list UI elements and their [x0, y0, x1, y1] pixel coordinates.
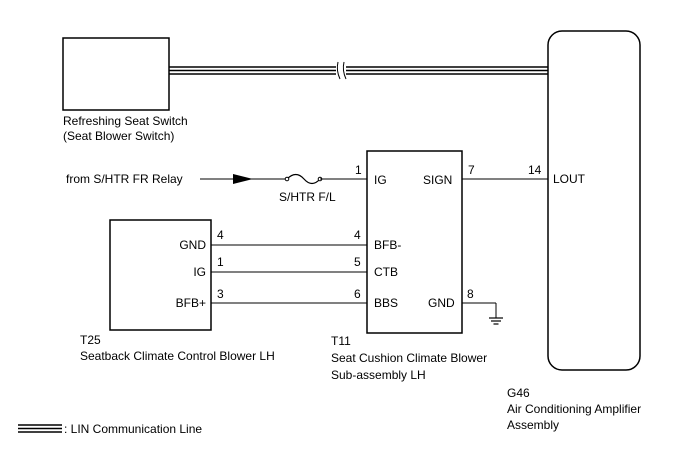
amplifier-name: Air Conditioning Amplifier [507, 402, 641, 416]
seatback-pin-bfb-label: BFB+ [176, 296, 206, 310]
seatback-blower-id: T25 [80, 333, 101, 347]
cushion-pin-sign-label: SIGN [423, 173, 452, 187]
cushion-pin-gnd-label: GND [428, 296, 455, 310]
cushion-blower-name: Seat Cushion Climate Blower [331, 351, 487, 365]
amplifier-pin-number: 14 [528, 163, 542, 177]
cushion-blower-id: T11 [331, 334, 351, 348]
ground-icon [489, 303, 503, 325]
seat-switch-subname: (Seat Blower Switch) [63, 129, 174, 143]
legend-lin-symbol [18, 424, 62, 433]
legend-label: : LIN Communication Line [64, 422, 202, 436]
relay-source-label: from S/HTR FR Relay [66, 172, 183, 186]
cushion-pin-gnd-number: 8 [467, 287, 474, 301]
seat-switch-box [62, 37, 170, 111]
seatback-pin-ig-label: IG [193, 265, 206, 279]
cushion-pin-bbs-number: 6 [354, 287, 361, 301]
cushion-pin-ig-number: 1 [355, 163, 362, 177]
seatback-blower-name: Seatback Climate Control Blower LH [80, 349, 275, 363]
lin-communication-line [169, 61, 548, 80]
seatback-pin-bfb-number: 3 [217, 287, 224, 301]
seat-switch-name: Refreshing Seat Switch [63, 114, 188, 128]
cushion-pin-ctb-label: CTB [374, 265, 398, 279]
amplifier-box [547, 30, 641, 371]
cushion-pin-bfb-number: 4 [354, 228, 361, 242]
amplifier-pin-label: LOUT [553, 172, 586, 186]
arrow-icon [233, 174, 253, 184]
fuse-icon [286, 173, 321, 185]
amplifier-id: G46 [507, 386, 530, 400]
cushion-pin-ig-label: IG [374, 173, 387, 187]
cushion-pin-bfb-label: BFB- [374, 238, 401, 252]
fuse-label: S/HTR F/L [279, 190, 336, 204]
cushion-blower-box [366, 150, 463, 334]
seatback-pin-ig-number: 1 [217, 255, 224, 269]
cushion-blower-subname: Sub-assembly LH [331, 368, 426, 382]
cushion-pin-sign-number: 7 [468, 163, 475, 177]
seatback-blower-box [109, 219, 212, 331]
cushion-pin-ctb-number: 5 [354, 255, 361, 269]
amplifier-subname: Assembly [507, 418, 559, 432]
seatback-pin-gnd-label: GND [179, 238, 206, 252]
cushion-pin-bbs-label: BBS [374, 296, 398, 310]
seatback-pin-gnd-number: 4 [217, 228, 224, 242]
